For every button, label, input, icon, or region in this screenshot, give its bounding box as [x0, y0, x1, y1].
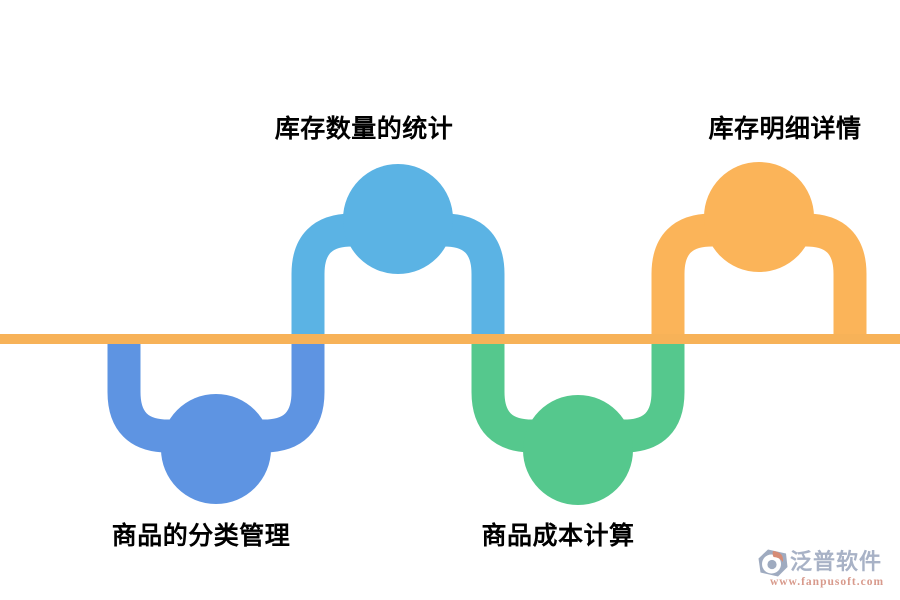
fanpu-hexagon-icon — [758, 549, 788, 577]
node-circle-cost-calculation — [523, 395, 633, 505]
node-circle-category-management — [161, 394, 271, 504]
node-label-inventory-detail: 库存明细详情 — [708, 115, 862, 143]
node-label-quantity-stats: 库存数量的统计 — [274, 115, 454, 143]
fanpu-logo-name: 泛普软件 — [790, 549, 883, 574]
node-label-category-management: 商品的分类管理 — [111, 522, 291, 550]
node-label-cost-calculation: 商品成本计算 — [481, 522, 635, 550]
fanpu-logo-url: www.fanpusoft.com — [769, 576, 885, 588]
node-circle-inventory-detail — [704, 162, 814, 272]
timeline-axis — [0, 334, 900, 344]
node-circle-quantity-stats — [343, 164, 453, 274]
fanpu-logo: 泛普软件 www.fanpusoft.com — [758, 548, 896, 588]
